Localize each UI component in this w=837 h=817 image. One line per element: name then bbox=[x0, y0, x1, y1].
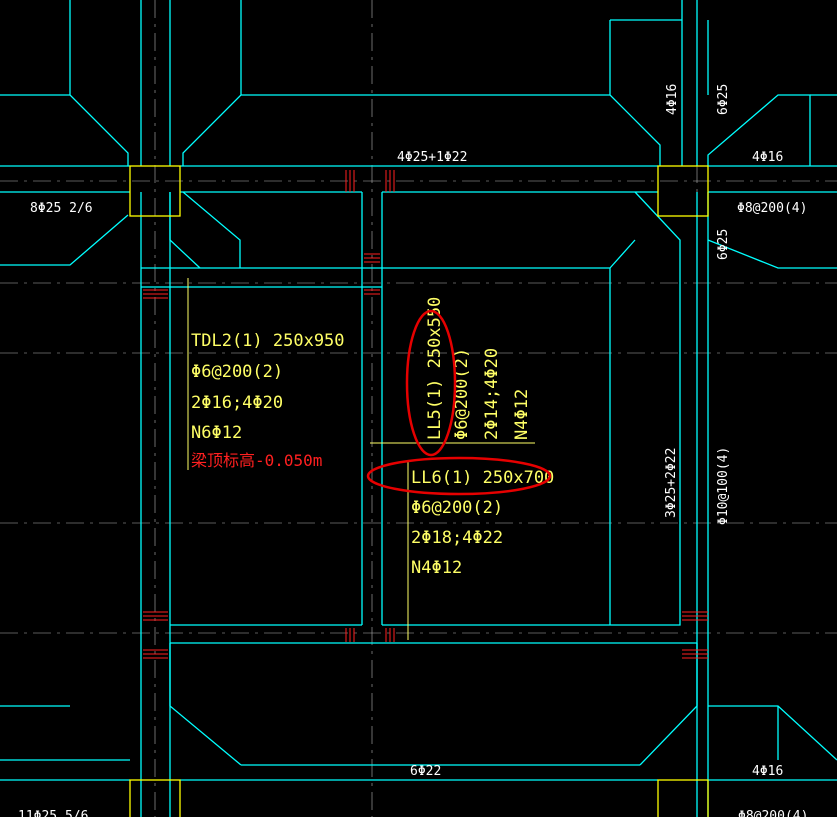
ll6-title: LL6(1) 250x700 bbox=[411, 468, 554, 488]
ll5-annotation: LL5(1) 250x550 Φ6@200(2) 2Φ14;4Φ20 N4Φ12 bbox=[425, 297, 532, 440]
tdl2-top-elevation: 梁顶标高-0.050m bbox=[191, 451, 322, 470]
column-top-right bbox=[657, 165, 709, 217]
ll5-rebar: 2Φ14;4Φ20 bbox=[482, 348, 502, 440]
ll5-stirrup: Φ6@200(2) bbox=[452, 348, 472, 440]
column-bottom-left bbox=[129, 779, 181, 817]
label-bottom-middle: 6Φ22 bbox=[410, 764, 441, 779]
tdl2-annotation: TDL2(1) 250x950 Φ6@200(2) 2Φ16;4Φ20 N6Φ1… bbox=[191, 331, 345, 470]
label-right-mid-v1: 3Φ25+2Φ22 bbox=[664, 448, 679, 518]
label-left-mid: 8Φ25 2/6 bbox=[30, 201, 93, 216]
ll6-stirrup: Φ6@200(2) bbox=[411, 498, 503, 518]
label-top-right-v2: 6Φ25 bbox=[716, 84, 731, 115]
column-top-left bbox=[129, 165, 181, 217]
rebar-ticks bbox=[143, 170, 708, 659]
ll5-side-bars: N4Φ12 bbox=[512, 389, 532, 440]
ll6-rebar: 2Φ18;4Φ22 bbox=[411, 528, 503, 548]
label-bottom-right: 4Φ16 bbox=[752, 764, 783, 779]
tdl2-title: TDL2(1) 250x950 bbox=[191, 331, 345, 351]
tdl2-side-bars: N6Φ12 bbox=[191, 423, 242, 443]
label-top-middle: 4Φ25+1Φ22 bbox=[397, 150, 467, 165]
label-right-mid-v2: Φ10@100(4) bbox=[716, 447, 731, 525]
column-bottom-right bbox=[657, 779, 709, 817]
columns bbox=[129, 165, 709, 817]
ll5-title: LL5(1) 250x550 bbox=[425, 297, 445, 440]
label-right-stirrup: Φ8@200(4) bbox=[737, 201, 807, 216]
tdl2-stirrup: Φ6@200(2) bbox=[191, 362, 283, 382]
label-bottom-left-partial: 11Φ25 5/6 bbox=[18, 809, 88, 817]
label-right-v: 6Φ25 bbox=[716, 229, 731, 260]
label-top-right-v1: 4Φ16 bbox=[665, 84, 680, 115]
label-bottom-right-partial: Φ8@200(4) bbox=[738, 809, 808, 817]
highlight-ll5-ellipse bbox=[405, 309, 457, 457]
tdl2-rebar: 2Φ16;4Φ20 bbox=[191, 393, 283, 413]
ll6-side-bars: N4Φ12 bbox=[411, 558, 462, 578]
label-top-right-h: 4Φ16 bbox=[752, 150, 783, 165]
ll6-annotation: LL6(1) 250x700 Φ6@200(2) 2Φ18;4Φ22 N4Φ12 bbox=[411, 468, 554, 578]
highlight-ll6-ellipse bbox=[366, 456, 552, 496]
